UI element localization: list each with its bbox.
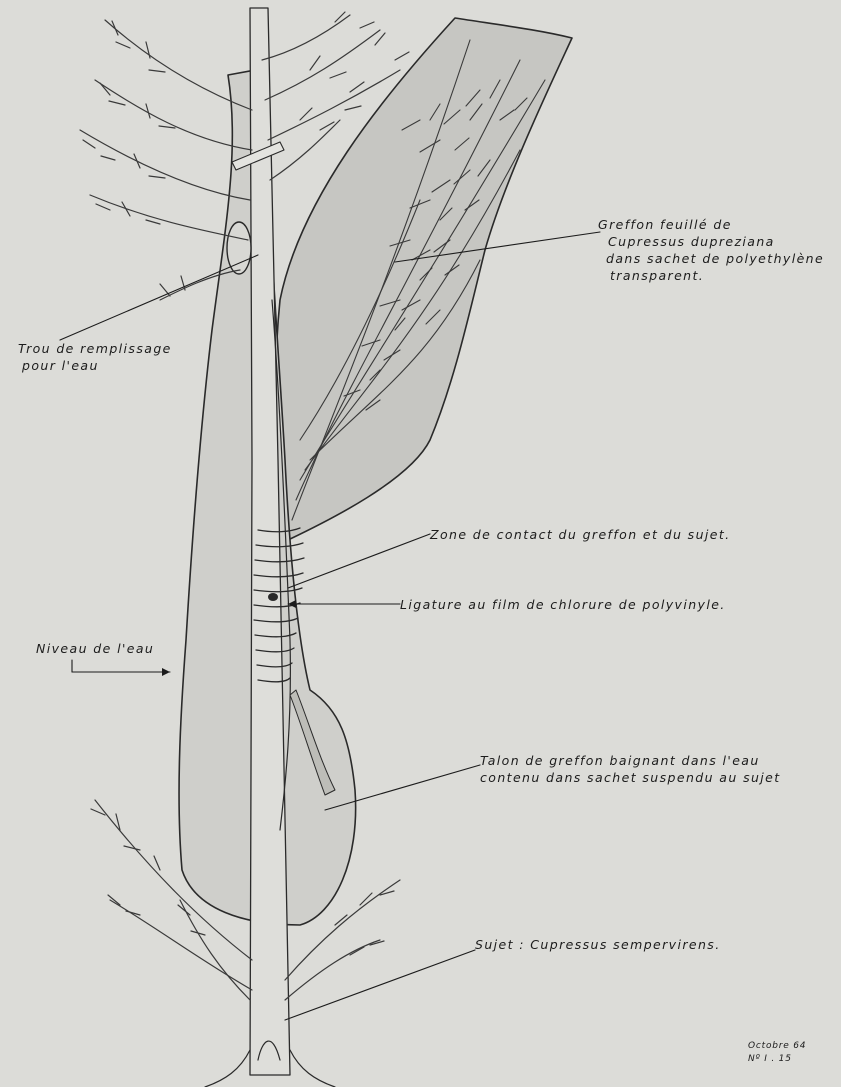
label-trou-line1: Trou de remplissage	[18, 340, 172, 357]
label-zone-contact-text: Zone de contact du greffon et du sujet.	[430, 526, 731, 543]
label-ligature: Ligature au film de chlorure de polyviny…	[400, 596, 726, 613]
label-talon: Talon de greffon baignant dans l'eau con…	[480, 752, 781, 786]
arrowhead-niveau	[162, 668, 170, 676]
label-greffon-line4: transparent.	[598, 267, 824, 284]
signature-line2: Nº I . 15	[748, 1053, 806, 1066]
contact-point	[268, 593, 278, 601]
label-ligature-text: Ligature au film de chlorure de polyviny…	[400, 596, 726, 613]
label-talon-line1: Talon de greffon baignant dans l'eau	[480, 752, 781, 769]
label-niveau: Niveau de l'eau	[36, 640, 154, 657]
label-sujet: Sujet : Cupressus sempervirens.	[475, 936, 721, 953]
signature-line1: Octobre 64	[748, 1040, 806, 1053]
label-trou-line2: pour l'eau	[18, 357, 172, 374]
label-greffon: Greffon feuillé de Cupressus dupreziana …	[598, 216, 824, 284]
leader-zone-contact	[288, 534, 430, 588]
label-niveau-text: Niveau de l'eau	[36, 640, 154, 657]
label-talon-line2: contenu dans sachet suspendu au sujet	[480, 769, 781, 786]
label-greffon-line3: dans sachet de polyethylène	[598, 250, 824, 267]
label-greffon-line2: Cupressus dupreziana	[598, 233, 824, 250]
label-sujet-text: Sujet : Cupressus sempervirens.	[475, 936, 721, 953]
label-zone-contact: Zone de contact du greffon et du sujet.	[430, 526, 731, 543]
label-greffon-line1: Greffon feuillé de	[598, 216, 824, 233]
label-trou: Trou de remplissage pour l'eau	[18, 340, 172, 374]
signature: Octobre 64 Nº I . 15	[748, 1040, 806, 1066]
leader-sujet	[285, 950, 475, 1020]
